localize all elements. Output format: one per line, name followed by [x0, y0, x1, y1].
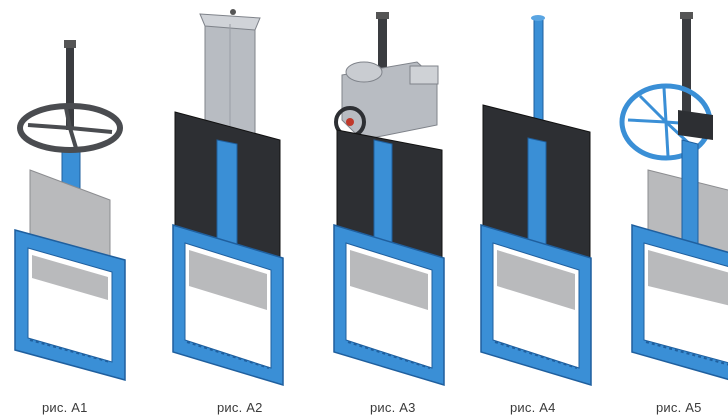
- knife-gate-valve-electric-actuator-image: [333, 12, 445, 387]
- figure-a2: рис. А2: [155, 0, 305, 418]
- figure-caption: рис. А2: [217, 400, 263, 415]
- figure-a5: рис. А5: [618, 0, 728, 418]
- figure-caption: рис. А3: [370, 400, 416, 415]
- knife-gate-valve-large-handwheel-image: [619, 12, 728, 381]
- figure-caption: рис. А4: [510, 400, 556, 415]
- figure-caption: рис. А1: [42, 400, 88, 415]
- figure-caption: рис. А5: [656, 400, 702, 415]
- figure-a3: рис. А3: [322, 0, 472, 418]
- knife-gate-valve-pneumatic-image: [172, 9, 284, 387]
- knife-gate-valve-handwheel-image: [14, 40, 126, 381]
- knife-gate-valve-bare-stem-image: [480, 15, 592, 387]
- figure-a1: рис. А1: [0, 0, 145, 418]
- figure-a4: рис. А4: [478, 0, 618, 418]
